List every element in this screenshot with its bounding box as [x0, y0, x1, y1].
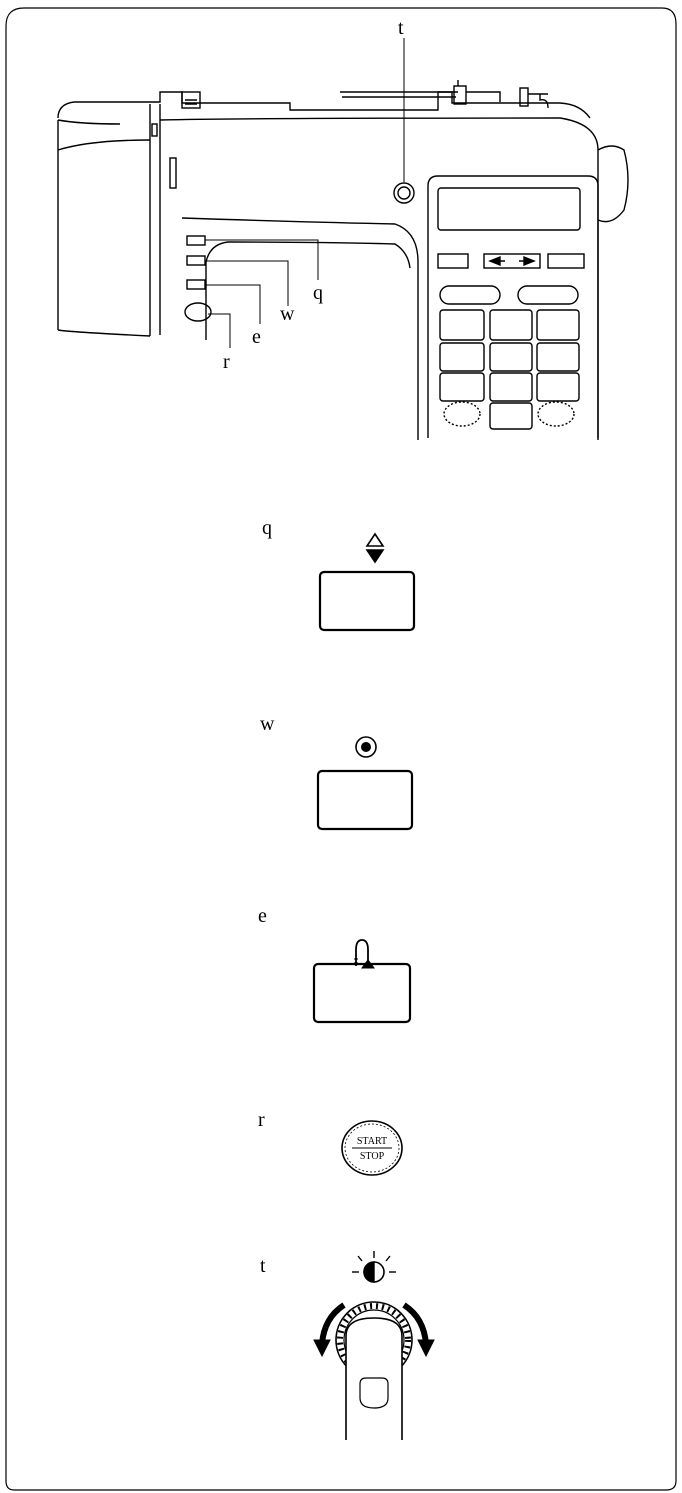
needle-up-down-button[interactable]	[318, 570, 416, 632]
detail-label-q: q	[262, 517, 272, 539]
callout-e: e	[252, 326, 261, 348]
detail-label-e: e	[258, 905, 267, 927]
callout-t-top: t	[398, 17, 404, 39]
reverse-stitch-button[interactable]	[312, 962, 412, 1024]
callout-r: r	[223, 351, 230, 373]
detail-label-t: t	[260, 1255, 266, 1277]
speed-control-dial-icon	[313, 1301, 435, 1440]
page-border	[5, 7, 677, 1491]
needle-up-down-icon	[365, 532, 385, 564]
detail-label-r: r	[258, 1109, 265, 1131]
callout-w: w	[280, 303, 295, 325]
sewing-machine-overview	[57, 38, 629, 440]
lock-stitch-button[interactable]	[316, 769, 414, 831]
start-stop-button[interactable]: START STOP	[341, 1120, 403, 1176]
stop-label: STOP	[360, 1151, 385, 1162]
detail-label-w: w	[260, 713, 275, 735]
lock-stitch-icon	[355, 736, 377, 758]
brightness-icon	[352, 1251, 396, 1283]
callout-q: q	[313, 282, 323, 304]
start-label: START	[357, 1136, 387, 1147]
